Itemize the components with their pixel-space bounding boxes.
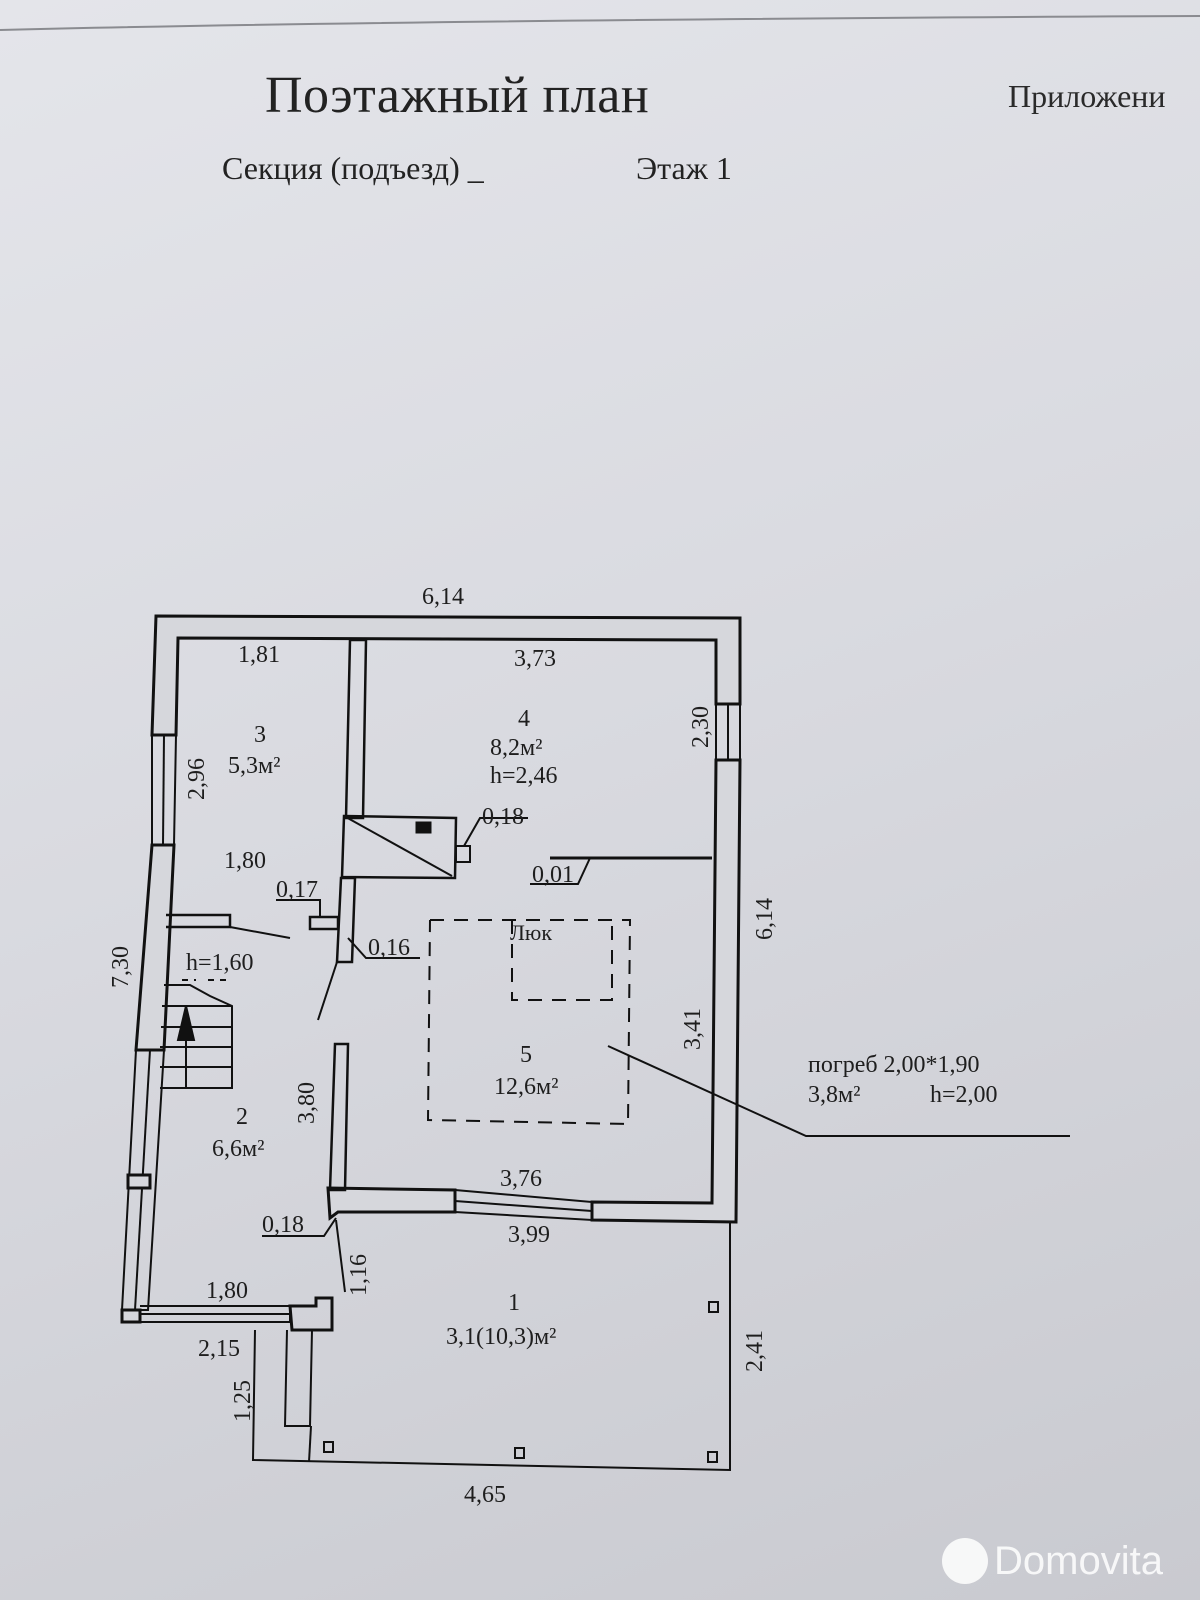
room3-area: 5,3м² [228,753,280,779]
dim-room4-width: 3,73 [514,646,556,672]
dim-porch-door: 1,16 [346,1254,372,1296]
room1-area: 3,1(10,3)м² [446,1324,556,1350]
dim-room2-height: 3,80 [294,1082,320,1124]
partition-below-stove [335,876,357,964]
cellar-area: 3,8м² [808,1082,860,1108]
room4-height: h=2,46 [490,763,558,789]
page-title: Поэтажный план [265,67,650,124]
wall-room5-bottom [326,1186,457,1221]
cellar-leader-line [607,1045,1070,1137]
partition-room2 [328,1042,350,1192]
dim-porch-bottom: 4,65 [464,1482,506,1508]
dim-overall-width: 6,14 [422,584,464,610]
porch-outline [251,1222,731,1472]
appendix-label: Приложени [1008,78,1166,114]
cellar-height: h=2,00 [930,1082,998,1108]
outer-wall-right [590,758,742,1224]
window-left-top [151,734,178,846]
cellar-dimensions: погреб 2,00*1,90 [808,1052,980,1078]
dim-room5-outer: 3,99 [508,1222,550,1248]
floor-label: Этаж 1 [636,150,732,186]
wall-room2-bottom [120,1308,142,1324]
stove [340,814,458,880]
dim-room5-height: 3,41 [680,1008,706,1050]
dim-room2-bottom: 1,80 [206,1278,248,1304]
room2-area: 6,6м² [212,1136,264,1162]
dim-room2-corner: 0,18 [262,1212,304,1238]
page-edge-line [0,15,1200,31]
room5-dashed-outline [426,919,632,1126]
dim-partition-001: 0,01 [532,862,574,888]
outer-wall-top [150,614,742,737]
hatch-dashed-outline [511,920,613,1001]
window-right [715,703,741,761]
dim-porch-right-height: 2,41 [742,1330,768,1372]
window-left-bottom [120,1049,166,1311]
room5-number: 5 [520,1042,532,1068]
dim-room3-width: 1,81 [238,642,280,668]
dim-stove-offset: 0,18 [482,804,524,830]
room1-number: 1 [508,1290,520,1316]
room5-area: 12,6м² [494,1074,558,1100]
dim-porch-left-width: 2,15 [198,1336,240,1362]
domovita-logo-icon [942,1538,988,1584]
dim-overall-right: 6,14 [752,898,778,940]
dim-016: 0,16 [368,935,410,961]
room4-area: 8,2м² [490,735,542,761]
outer-wall-left [134,843,176,1052]
dim-room3-bottom: 1,80 [224,848,266,874]
dim-porch-left-height: 1,25 [230,1380,256,1422]
hatch-label: Люк [510,920,552,945]
dim-017: 0,17 [276,877,318,903]
dim-room3-height: 2,96 [184,758,210,800]
dim-room4-window: 2,30 [688,706,714,748]
staircase [160,979,233,1089]
partition-3-4 [344,638,368,820]
dim-room5-inner: 3,76 [500,1166,542,1192]
stair-height: h=1,60 [186,950,254,976]
room4-number: 4 [518,706,530,732]
dim-overall-left: 7,30 [108,946,134,988]
room2-number: 2 [236,1104,248,1130]
watermark-text: Domovita [994,1538,1163,1583]
watermark: Domovita [942,1538,1163,1584]
room3-number: 3 [254,722,266,748]
section-label: Секция (подъезд) _ [222,150,484,186]
